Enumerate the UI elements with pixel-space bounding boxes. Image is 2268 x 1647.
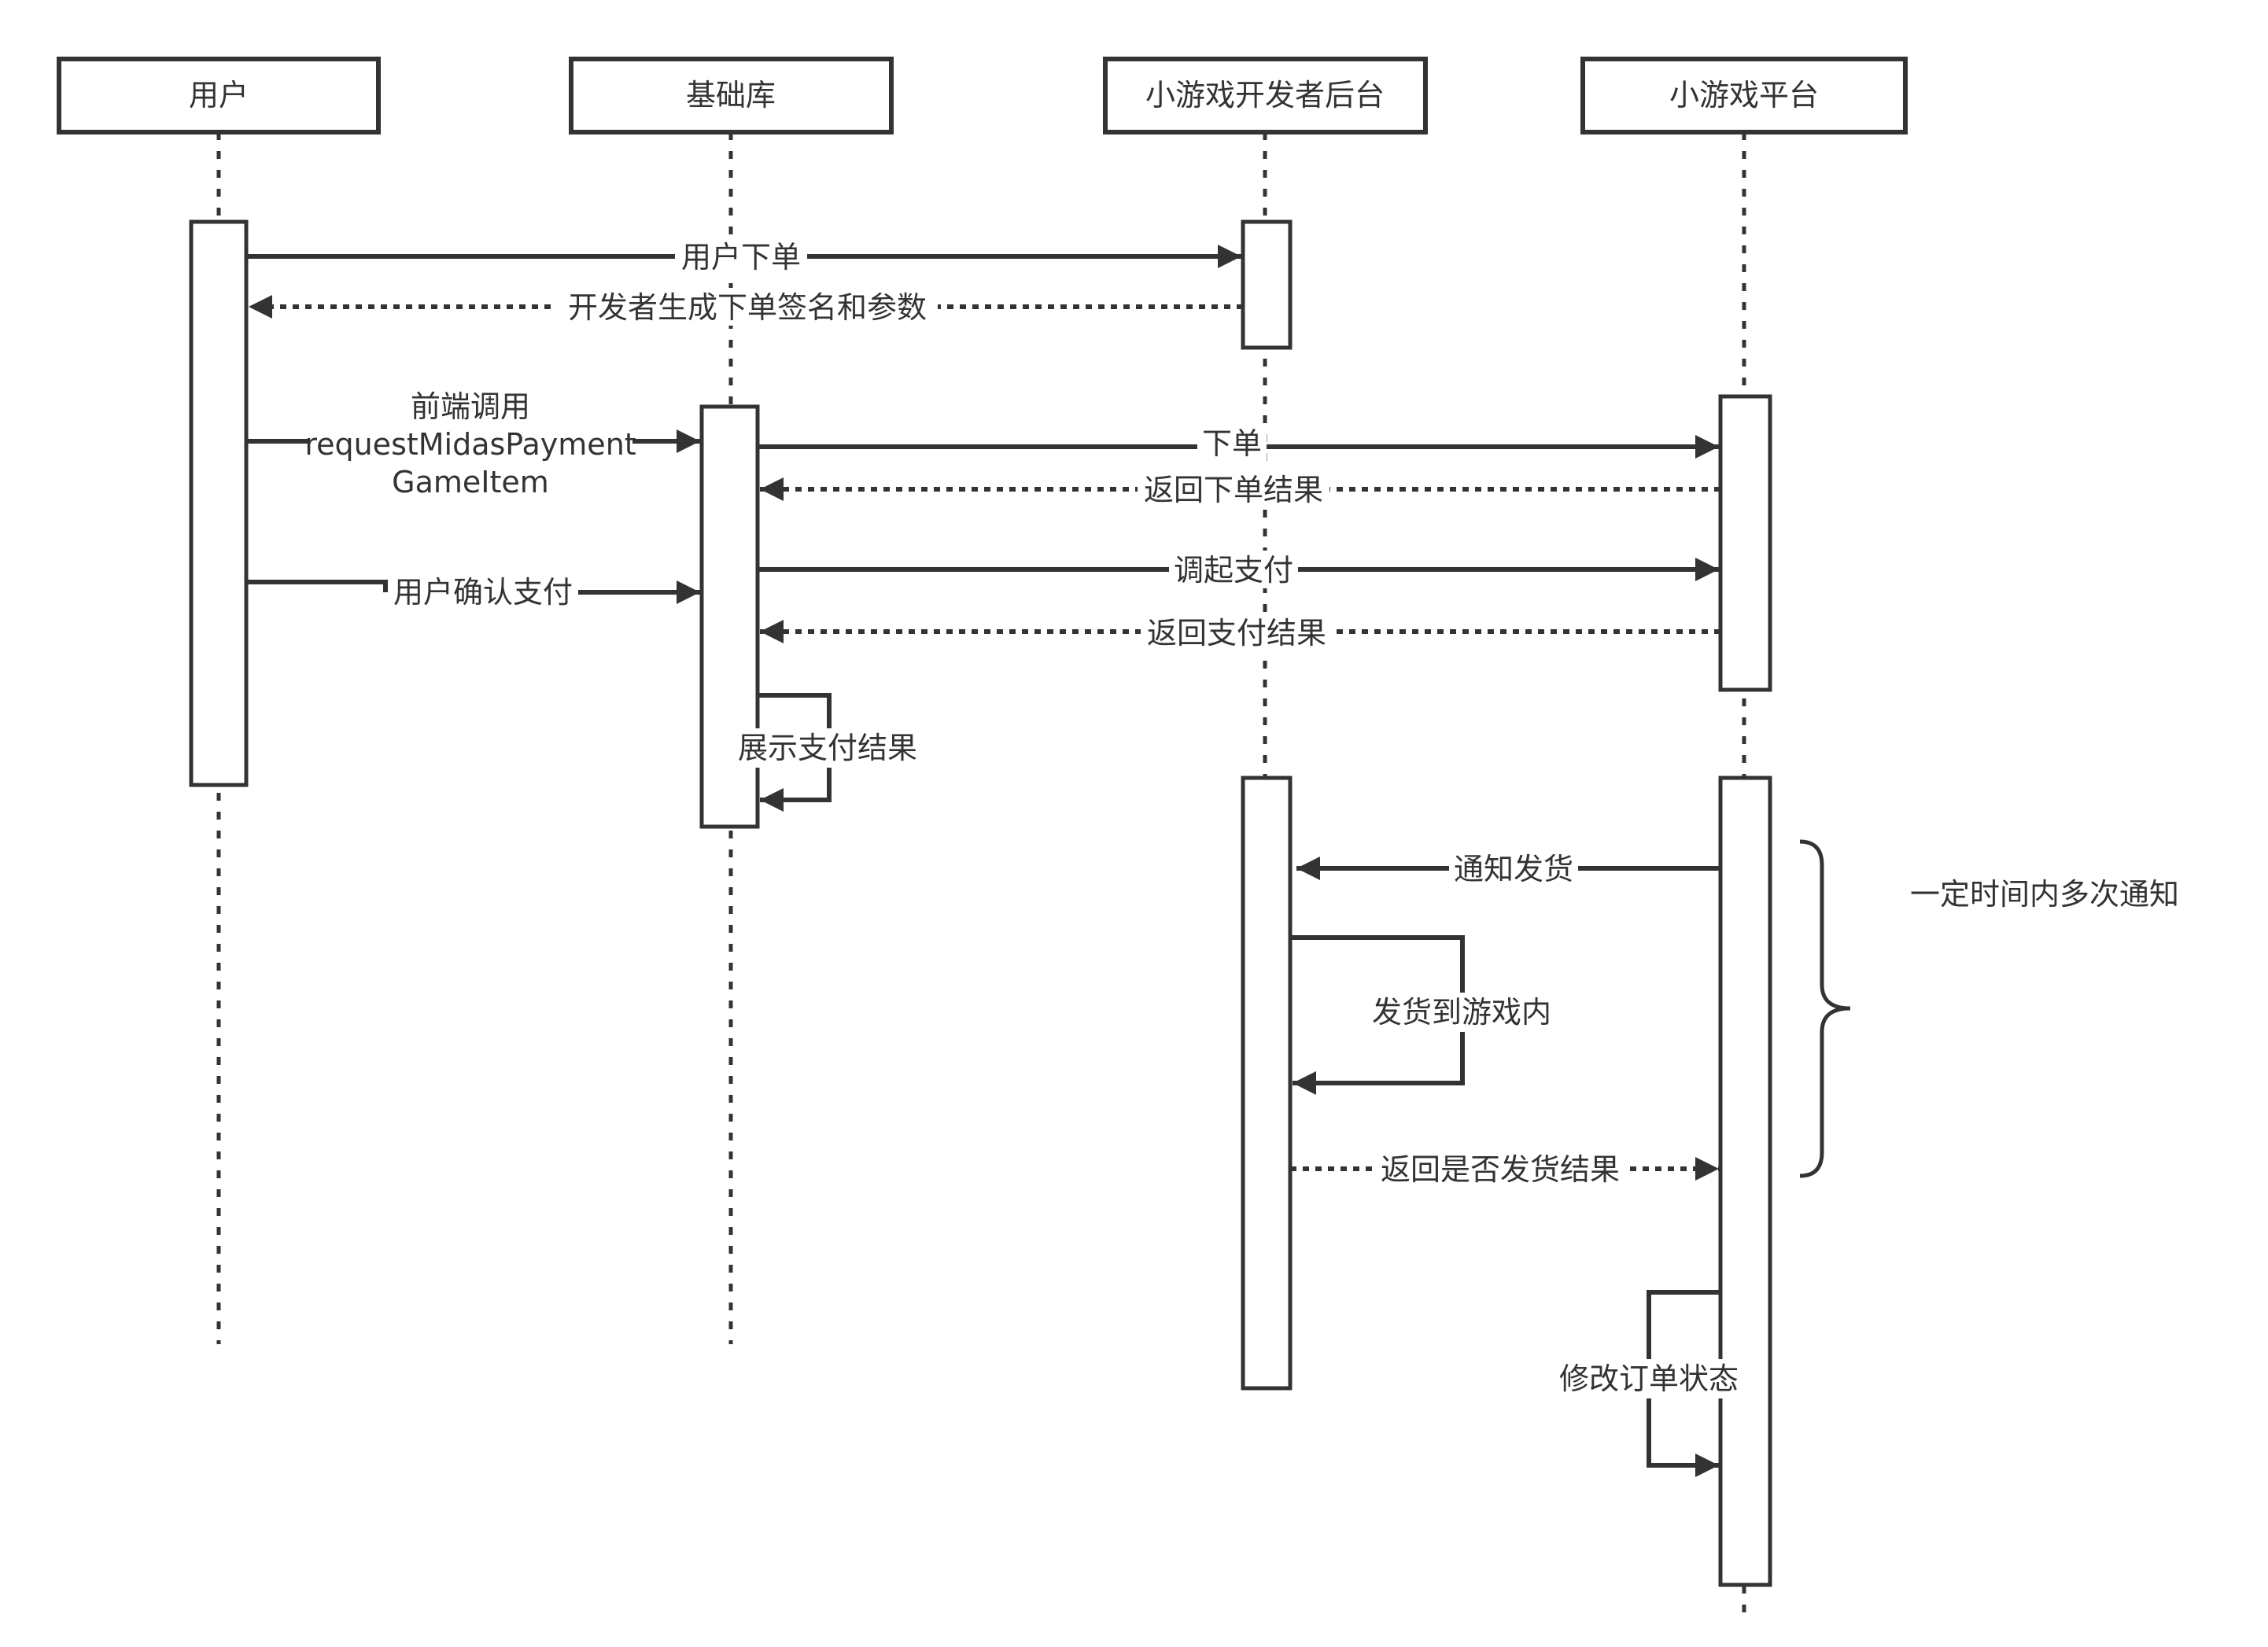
message-label: 用户下单 [681,240,801,274]
curly-brace-icon [1799,839,1851,1178]
message-label: 用户确认支付 [393,575,573,610]
message-update-order-status: 修改订单状态 [1553,1290,1745,1477]
message-label: 返回下单结果 [1144,473,1323,507]
message-user-confirm-payment: 用户确认支付 [246,573,700,610]
activation-devserver-2 [1241,776,1293,1391]
activation-platform-1 [1718,394,1772,692]
actor-user: 用户 [57,57,381,134]
actor-devserver: 小游戏开发者后台 [1103,57,1428,134]
message-return-order-result: 返回下单结果 [760,470,1720,508]
actor-label: 小游戏平台 [1669,78,1819,112]
actor-label: 基础库 [686,78,776,112]
message-user-place-order: 用户下单 [246,239,1241,275]
actor-baselib: 基础库 [569,57,894,134]
activation-baselib [699,404,760,829]
message-label: 展示支付结果 [738,731,917,765]
activation-user [189,219,249,787]
message-label: 通知发货 [1454,852,1573,886]
actor-platform: 小游戏平台 [1580,57,1908,134]
message-label: 发货到游戏内 [1372,995,1551,1030]
actor-label: 小游戏开发者后台 [1145,78,1385,112]
message-notify-delivery: 通知发货 [1296,849,1720,887]
repeat-notification-annotation: 一定时间内多次通知 [1799,839,2179,1178]
message-deliver-in-game: 发货到游戏内 [1290,935,1558,1095]
activation-devserver-1 [1241,219,1293,350]
message-return-payment-result: 返回支付结果 [760,613,1720,651]
message-show-payment-result: 展示支付结果 [732,693,924,812]
message-label-line-2: requestMidasPayment [304,427,636,462]
message-return-delivery-result: 返回是否发货结果 [1290,1150,1719,1188]
message-label: 返回是否发货结果 [1381,1152,1620,1187]
message-label: 返回支付结果 [1147,616,1326,650]
message-label: 下单 [1202,426,1262,461]
message-dev-sign-params: 开发者生成下单签名和参数 [249,288,1243,326]
annotation-label: 一定时间内多次通知 [1910,877,2179,912]
message-invoke-payment: 调起支付 [758,551,1719,588]
activation-platform-2 [1718,776,1772,1587]
message-label: 开发者生成下单签名和参数 [568,290,927,325]
message-call-request-midas-payment: 前端调用 requestMidasPayment GameItem [246,389,700,499]
message-label: 调起支付 [1174,553,1293,588]
message-label: 修改订单状态 [1559,1361,1739,1396]
message-place-order: 下单 [758,425,1719,461]
message-label-line-3: GameItem [392,465,549,499]
message-label-line-1: 前端调用 [411,389,530,424]
actor-label: 用户 [189,78,249,112]
